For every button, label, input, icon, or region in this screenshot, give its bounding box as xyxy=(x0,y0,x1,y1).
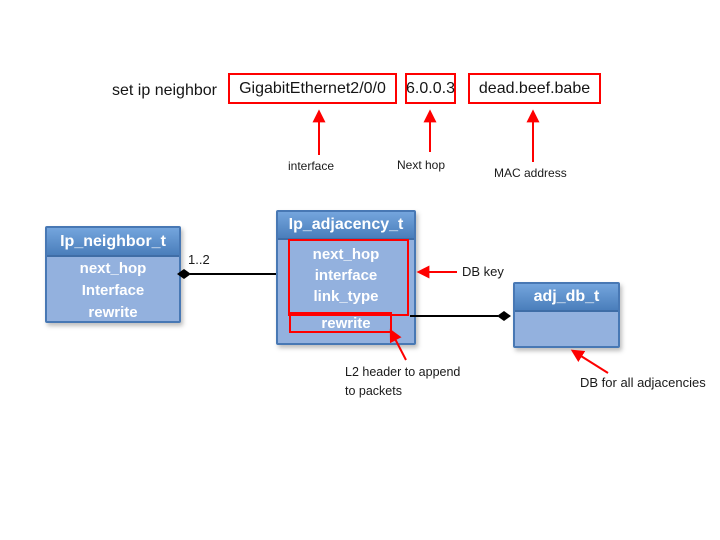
cli-arg-interface-box: GigabitEthernet2/0/0 xyxy=(228,73,397,104)
cli-arg-mac-box: dead.beef.babe xyxy=(468,73,601,104)
field-interface: Interface xyxy=(81,281,145,299)
rewrite-highlight-rect xyxy=(289,312,392,333)
db-key-highlight-rect xyxy=(288,239,409,316)
adj-db-note-label: DB for all adjacencies xyxy=(580,375,706,390)
cli-arg-mac-value: dead.beef.babe xyxy=(478,79,591,97)
mac-annotation-label: MAC address xyxy=(494,166,567,180)
nexthop-annotation-label: Next hop xyxy=(397,158,446,172)
field-interface: interface xyxy=(314,267,378,284)
cli-arg-nexthop-box: 6.0.0.3 xyxy=(405,73,456,104)
interface-annotation-label: interface xyxy=(288,159,335,173)
cli-arg-nexthop-value: 6.0.0.3 xyxy=(406,79,455,97)
l2-header-label: L2 header to append to packets xyxy=(345,365,461,398)
ip-neighbor-struct-title: Ip_neighbor_t xyxy=(47,228,179,257)
cli-arg-interface-value: GigabitEthernet2/0/0 xyxy=(239,79,386,97)
ip-neighbor-struct-box: Ip_neighbor_t next_hop Interface rewrite xyxy=(45,226,181,323)
ip-adjacency-struct-title: Ip_adjacency_t xyxy=(278,212,414,240)
field-link-type: link_type xyxy=(313,288,379,305)
field-next-hop: next_hop xyxy=(79,259,147,277)
field-rewrite: rewrite xyxy=(321,315,371,332)
adjdb-diamond xyxy=(497,311,511,321)
ip-adjacency-struct-box: Ip_adjacency_t next_hop interface link_t… xyxy=(276,210,416,345)
adj-db-note-arrow xyxy=(570,349,609,374)
multiplicity-label: 1..2 xyxy=(188,252,210,267)
adj-db-struct-title: adj_db_t xyxy=(515,284,618,312)
db-key-label: DB key xyxy=(462,264,504,279)
field-rewrite: rewrite xyxy=(88,303,138,321)
cli-command-text: set ip neighbor xyxy=(112,82,217,99)
field-next-hop: next_hop xyxy=(312,246,380,263)
ip-adjacency-struct-body: next_hop interface link_type rewrite xyxy=(278,240,414,334)
ip-neighbor-struct-body: next_hop Interface rewrite xyxy=(47,257,179,323)
adj-db-struct-box: adj_db_t xyxy=(513,282,620,348)
